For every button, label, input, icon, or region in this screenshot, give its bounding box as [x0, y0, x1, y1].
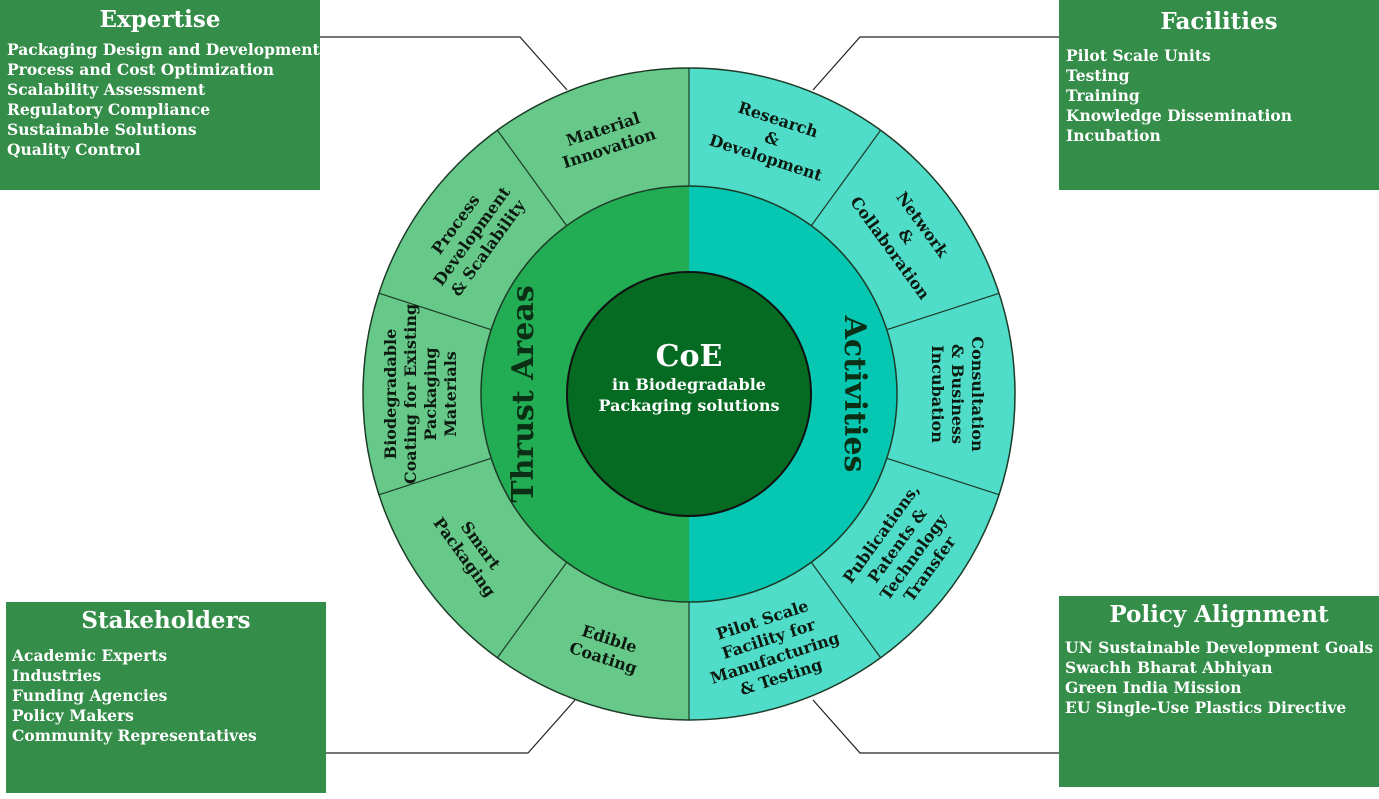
activities-title: Activities: [837, 315, 872, 473]
expertise-list: Packaging Design and Development Process…: [7, 40, 320, 160]
list-item: Incubation: [1066, 126, 1161, 145]
activities-segment-label: Consultation& BusinessIncubation: [928, 336, 987, 452]
stakeholders-list: Academic Experts Industries Funding Agen…: [12, 646, 326, 746]
facilities-box: Facilities Pilot Scale Units Testing Tra…: [1059, 0, 1379, 190]
segment-divider: [378, 292, 492, 331]
list-item: Packaging Design and Development: [7, 40, 320, 59]
list-item: Sustainable Solutions: [7, 120, 197, 139]
segment-label-line: Incubation: [928, 345, 947, 443]
outer-ring-border: [362, 67, 1016, 721]
segment-divider: [810, 129, 882, 227]
list-item: Industries: [12, 666, 102, 685]
list-item: Quality Control: [7, 140, 141, 159]
segment-label-line: & Business: [948, 344, 967, 444]
segment-divider: [886, 457, 1000, 496]
list-item: Training: [1066, 86, 1140, 105]
coe-subtitle: Packaging solutions: [599, 396, 780, 415]
list-item: Pilot Scale Units: [1066, 46, 1211, 65]
connector-lines: [320, 36, 1059, 754]
stakeholders-title: Stakeholders: [81, 607, 251, 634]
connector-stakeholders: [326, 699, 576, 754]
segment-divider: [886, 292, 1000, 331]
thrust-areas-title: Thrust Areas: [506, 285, 541, 502]
list-item: EU Single-Use Plastics Directive: [1065, 698, 1347, 717]
expertise-box: Expertise Packaging Design and Developme…: [0, 0, 320, 190]
connector-facilities: [812, 36, 1059, 91]
segment-label-line: Biodegradable: [381, 329, 400, 460]
list-item: Academic Experts: [12, 646, 168, 665]
connector-policy: [812, 699, 1059, 754]
segment-divider: [378, 457, 492, 496]
segment-divider: [810, 561, 882, 659]
segment-label-line: Materials: [441, 351, 460, 437]
list-item: Knowledge Dissemination: [1066, 106, 1293, 125]
segment-divider: [496, 129, 568, 227]
policy-alignment-title: Policy Alignment: [1109, 601, 1329, 628]
segment-label-line: Coating for Existing: [401, 304, 420, 484]
stakeholders-box: Stakeholders Academic Experts Industries…: [6, 602, 326, 793]
list-item: Testing: [1066, 66, 1130, 85]
segment-label-line: Packaging: [421, 347, 440, 440]
segment-divider: [496, 561, 568, 659]
list-item: Policy Makers: [12, 706, 134, 725]
segment-label-line: &: [762, 127, 782, 150]
coe-core-circle: [566, 271, 812, 517]
list-item: Community Representatives: [12, 726, 257, 745]
policy-alignment-list: UN Sustainable Development Goals Swachh …: [1065, 638, 1379, 718]
coe-subtitle: in Biodegradable: [612, 375, 766, 394]
facilities-title: Facilities: [1160, 8, 1278, 35]
list-item: Regulatory Compliance: [7, 100, 211, 119]
thrust-areas-segment-label: BiodegradableCoating for ExistingPackagi…: [381, 304, 460, 484]
inner-ring-border: [480, 185, 898, 603]
list-item: Scalability Assessment: [7, 80, 206, 99]
list-item: Process and Cost Optimization: [7, 60, 274, 79]
expertise-title: Expertise: [99, 6, 221, 33]
policy-alignment-box: Policy Alignment UN Sustainable Developm…: [1059, 596, 1379, 787]
connector-expertise: [320, 36, 568, 91]
list-item: UN Sustainable Development Goals: [1065, 638, 1374, 657]
facilities-list: Pilot Scale Units Testing Training Knowl…: [1066, 46, 1379, 146]
list-item: Funding Agencies: [12, 686, 168, 705]
list-item: Green India Mission: [1065, 678, 1242, 697]
list-item: Swachh Bharat Abhiyan: [1065, 658, 1273, 677]
segment-label-line: Consultation: [968, 336, 987, 452]
coe-title: CoE: [656, 339, 723, 374]
